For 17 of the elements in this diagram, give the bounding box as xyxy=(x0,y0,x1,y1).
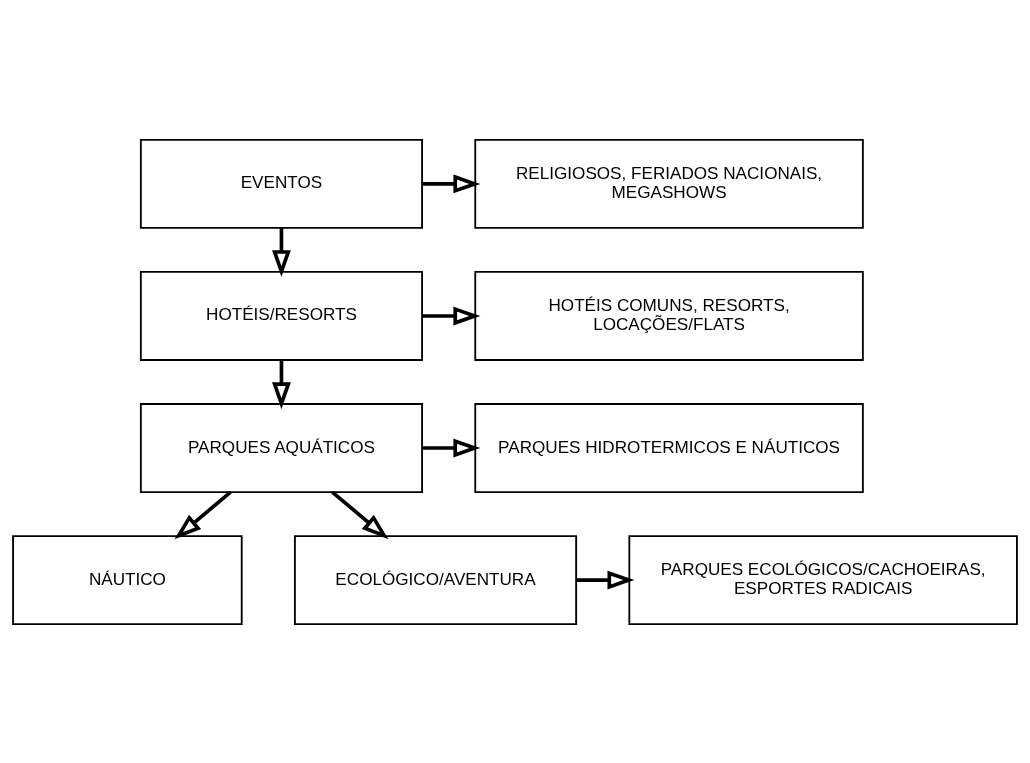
arrow xyxy=(272,359,291,409)
node-box: HOTÉIS/RESORTS xyxy=(139,270,423,361)
node-box: PARQUES AQUÁTICOS xyxy=(139,402,423,493)
node-box: PARQUES HIDROTERMICOS E NÁUTICOS xyxy=(474,402,864,493)
arrow xyxy=(576,570,635,590)
node-box: NÁUTICO xyxy=(12,534,243,625)
arrow xyxy=(422,306,481,325)
node-box: HOTÉIS COMUNS, RESORTS, LOCAÇÕES/FLATS xyxy=(474,270,864,361)
node-box: EVENTOS xyxy=(139,138,423,229)
node-box: PARQUES ECOLÓGICOS/CACHOEIRAS, ESPORTES RADICAIS xyxy=(628,534,1018,625)
arrow xyxy=(422,173,481,193)
node-box: RELIGIOSOS, FERIADOS NACIONAIS, MEGASHOWS xyxy=(474,138,864,229)
node-box: ECOLÓGICO/AVENTURA xyxy=(294,534,578,625)
arrow xyxy=(422,438,481,457)
arrow xyxy=(331,490,389,539)
arrow xyxy=(174,490,232,539)
arrow xyxy=(272,227,291,277)
